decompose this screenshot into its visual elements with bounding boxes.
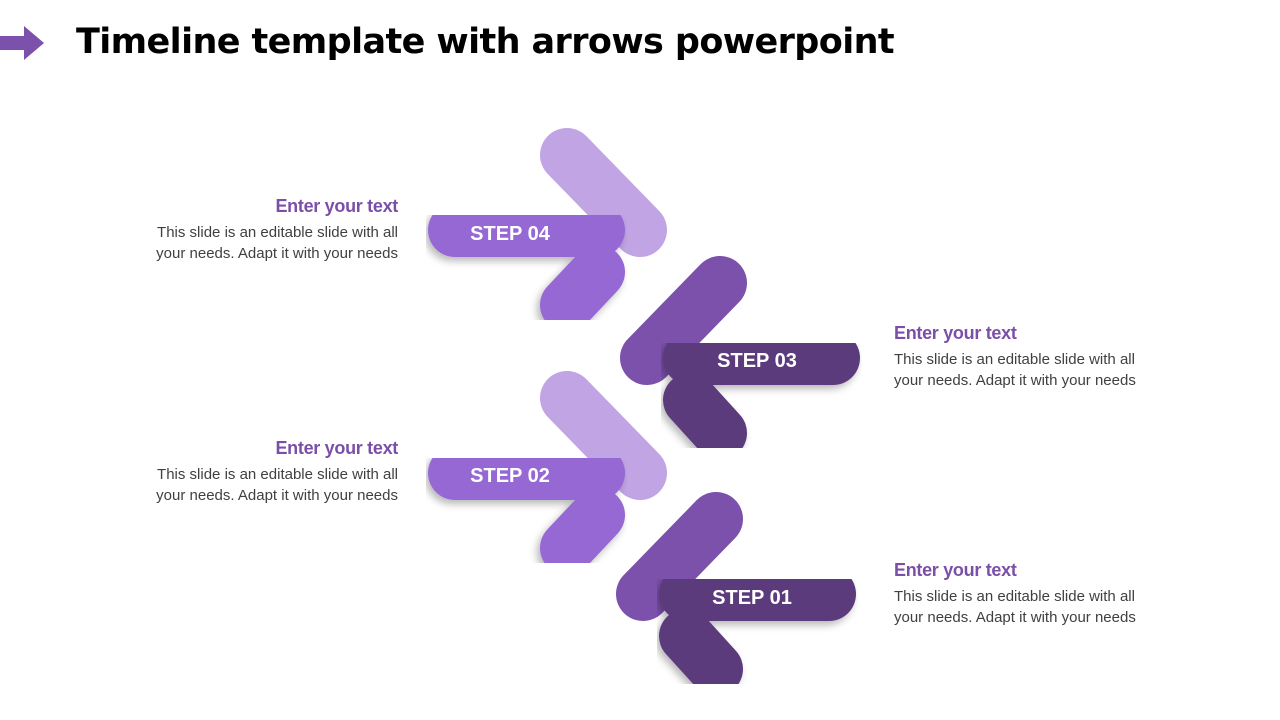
step-03-heading: Enter your text — [894, 323, 1017, 343]
step-03-description-line: This slide is an editable slide with all — [894, 351, 1135, 368]
step-04-description-line: your needs. Adapt it with your needs — [156, 245, 398, 262]
step-03-description: This slide is an editable slide with all… — [894, 349, 1164, 391]
step-01-description-line: your needs. Adapt it with your needs — [894, 609, 1136, 626]
step-04-arrow: STEP 04 — [428, 128, 667, 332]
step-02-text-block: Enter your text This slide is an editabl… — [128, 438, 398, 506]
step-02-description-line: This slide is an editable slide with all — [157, 466, 398, 483]
step-04-description: This slide is an editable slide with all… — [128, 222, 398, 264]
step-03-arrow: STEP 03 — [620, 256, 860, 460]
step-02-arrow: STEP 02 — [428, 371, 667, 575]
step-01-heading: Enter your text — [894, 560, 1017, 580]
step-02-label: STEP 02 — [470, 465, 550, 487]
step-03-label: STEP 03 — [717, 350, 797, 372]
step-03-text-block: Enter your text This slide is an editabl… — [894, 323, 1164, 391]
step-04-text-block: Enter your text This slide is an editabl… — [128, 196, 398, 264]
page-title: Timeline template with arrows powerpoint — [76, 22, 895, 62]
step-03-description-line: your needs. Adapt it with your needs — [894, 372, 1136, 389]
step-02-description: This slide is an editable slide with all… — [128, 464, 398, 506]
step-01-description-line: This slide is an editable slide with all — [894, 588, 1135, 605]
arrow-right-icon — [0, 26, 44, 60]
step-02-heading: Enter your text — [275, 438, 398, 458]
step-04-heading: Enter your text — [275, 196, 398, 216]
step-01-text-block: Enter your text This slide is an editabl… — [894, 560, 1164, 628]
step-02-description-line: your needs. Adapt it with your needs — [156, 487, 398, 504]
step-04-label: STEP 04 — [470, 223, 551, 245]
step-01-description: This slide is an editable slide with all… — [894, 586, 1164, 628]
step-01-label: STEP 01 — [712, 587, 792, 609]
step-01-arrow: STEP 01 — [616, 492, 856, 696]
step-04-description-line: This slide is an editable slide with all — [157, 224, 398, 241]
